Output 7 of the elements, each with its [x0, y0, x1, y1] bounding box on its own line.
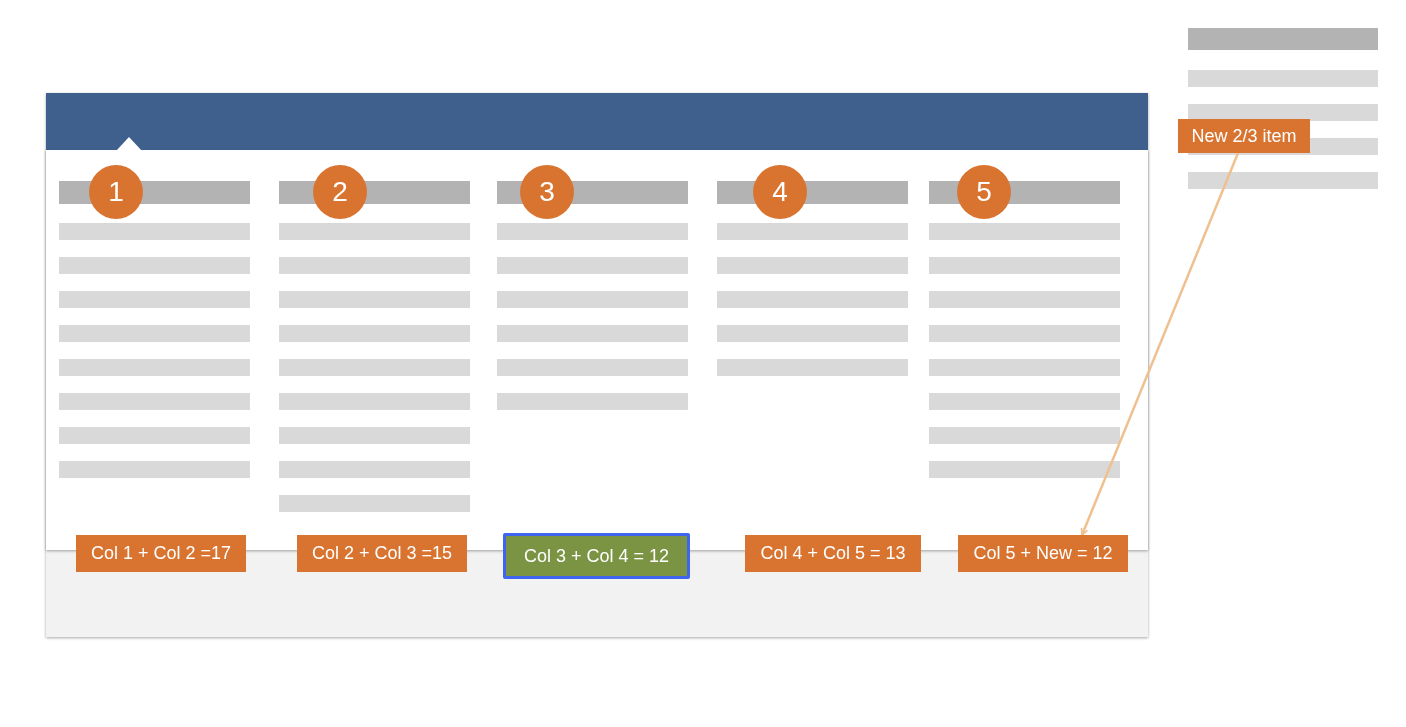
sum-label: Col 5 + New = 12 — [958, 535, 1128, 572]
arrow — [1080, 152, 1240, 536]
sum-label: Col 1 + Col 2 =17 — [76, 535, 246, 572]
new-item-label: New 2/3 item — [1178, 119, 1310, 153]
highlighted-sum-label: Col 3 + Col 4 = 12 — [503, 533, 690, 579]
sum-label: Col 4 + Col 5 = 13 — [745, 535, 921, 572]
sum-label: Col 2 + Col 3 =15 — [297, 535, 467, 572]
